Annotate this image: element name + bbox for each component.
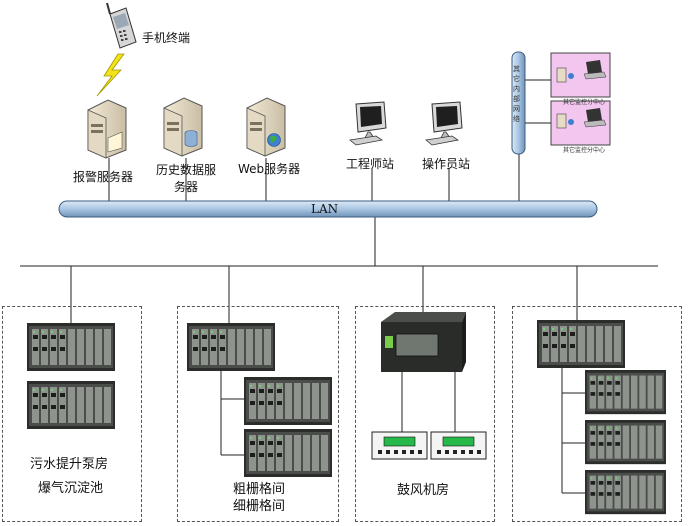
blower-room-controller bbox=[381, 312, 466, 372]
zone-blower-room bbox=[355, 306, 495, 522]
zone-grid-room bbox=[177, 306, 339, 522]
operator-station-label: 操作员站 bbox=[422, 157, 471, 171]
web-server-icon bbox=[246, 97, 286, 157]
history-server-label-1: 历史数据服 bbox=[155, 163, 216, 177]
aeration-tank-label: 爆气沉淀池 bbox=[38, 481, 104, 496]
lan-label: LAN bbox=[311, 202, 339, 216]
engineer-station-label: 工程师站 bbox=[346, 157, 395, 171]
remote-center-box-2 bbox=[550, 100, 611, 146]
pump-room-label: 污水提升泵房 bbox=[30, 457, 109, 472]
phone-label: 手机终端 bbox=[142, 31, 191, 45]
engineer-workstation-icon bbox=[349, 101, 387, 146]
web-server-label: Web服务器 bbox=[238, 162, 301, 176]
mobile-phone-icon bbox=[106, 2, 137, 49]
wireless-link-icon bbox=[96, 53, 125, 97]
alarm-server-icon bbox=[87, 99, 127, 159]
history-server-label-2: 务器 bbox=[173, 180, 198, 194]
coarse-grid-label: 粗栅格间 bbox=[233, 482, 286, 497]
alarm-server-label: 报警服务器 bbox=[73, 170, 134, 184]
lan-bus bbox=[58, 200, 598, 218]
blower-room-label: 鼓风机房 bbox=[397, 483, 450, 498]
operator-workstation-icon bbox=[425, 101, 463, 146]
remote-center-label-1: 其它监控分中心 bbox=[563, 99, 606, 106]
remote-center-label-2: 其它监控分中心 bbox=[563, 147, 606, 154]
remote-center-box-1 bbox=[550, 52, 611, 98]
zone-pump-room bbox=[2, 306, 142, 522]
history-server-icon bbox=[163, 97, 203, 157]
intranet-bus bbox=[511, 51, 526, 155]
blower-panel-2 bbox=[430, 431, 487, 460]
fine-grid-label: 细栅格间 bbox=[233, 499, 286, 514]
blower-panel-1 bbox=[371, 431, 428, 460]
intranet-label: 其它内部网络 bbox=[513, 65, 520, 123]
zone-four bbox=[512, 306, 682, 522]
